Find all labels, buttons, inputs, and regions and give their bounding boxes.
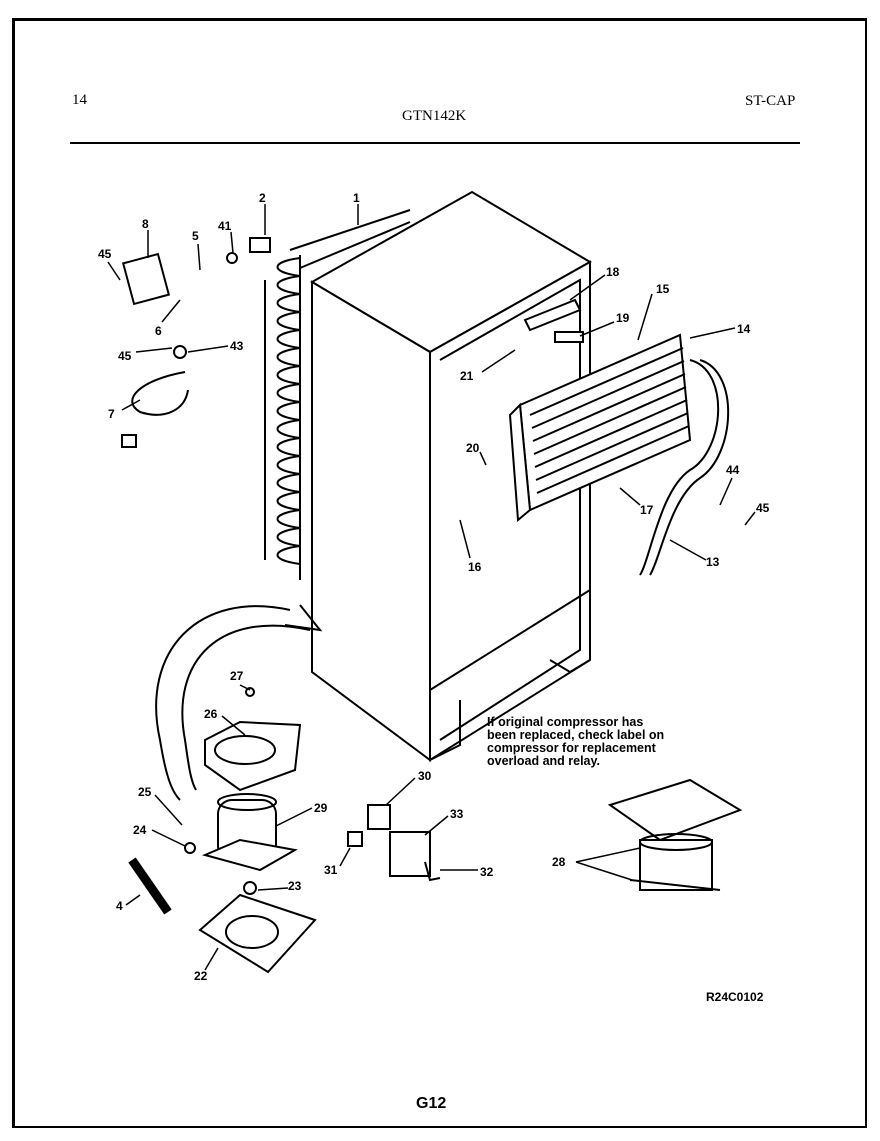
callout-23: 23 [288, 879, 302, 893]
control-parts-drawing [121, 237, 584, 448]
relay-overload-drawing [347, 804, 441, 882]
model-number: GTN142K [402, 108, 467, 124]
callout-17: 17 [640, 503, 654, 517]
leader-lines [107, 204, 756, 971]
callout-29: 29 [314, 801, 328, 815]
compressor-drawing [128, 687, 317, 974]
callout-28: 28 [552, 855, 566, 869]
callout-31: 31 [324, 863, 338, 877]
cabinet-drawing [310, 190, 592, 762]
compressor-note: If original compressor has been replaced… [487, 716, 727, 768]
callout-32: 32 [480, 865, 494, 879]
callout-22: 22 [194, 969, 208, 983]
callout-30: 30 [418, 769, 432, 783]
callout-5: 5 [192, 229, 199, 243]
callout-2: 2 [259, 191, 266, 205]
callout-44: 44 [726, 463, 740, 477]
callout-8: 8 [142, 217, 149, 231]
callout-45: 45 [118, 349, 132, 363]
callout-27: 27 [230, 669, 244, 683]
callout-43: 43 [230, 339, 244, 353]
callout-14: 14 [737, 322, 751, 336]
note-line-3: compressor for replacement [487, 741, 656, 755]
note-line-2: been replaced, check label on [487, 728, 665, 742]
callout-21: 21 [460, 369, 474, 383]
condenser-coil-drawing [264, 209, 411, 580]
callout-25: 25 [138, 785, 152, 799]
callout-20: 20 [466, 441, 480, 455]
assembly-arrow-drawing [155, 604, 323, 801]
callout-33: 33 [450, 807, 464, 821]
callout-18: 18 [606, 265, 620, 279]
alternate-compressor-drawing [607, 778, 743, 891]
callout-7: 7 [108, 407, 115, 421]
callout-45: 45 [756, 501, 770, 515]
note-line-1: If original compressor has [487, 715, 644, 729]
note-line-4: overload and relay. [487, 754, 601, 768]
callout-1: 1 [353, 191, 360, 205]
page-code: G12 [416, 1095, 447, 1112]
callout-15: 15 [656, 282, 670, 296]
section-code: ST-CAP [745, 93, 796, 109]
drawing-reference: R24C0102 [706, 990, 764, 1004]
callout-6: 6 [155, 324, 162, 338]
header-rule [70, 142, 800, 144]
callout-19: 19 [616, 311, 630, 325]
callout-26: 26 [204, 707, 218, 721]
callout-24: 24 [133, 823, 147, 837]
callout-16: 16 [468, 560, 482, 574]
page-number: 14 [72, 92, 87, 108]
page-frame [12, 18, 867, 1128]
callout-13: 13 [706, 555, 720, 569]
callout-labels: 1 2 41 8 45 5 6 45 43 7 18 15 19 14 21 2… [98, 191, 770, 983]
callout-41: 41 [218, 219, 232, 233]
callout-45: 45 [98, 247, 112, 261]
callout-4: 4 [116, 899, 123, 913]
evaporator-drawing [508, 333, 730, 576]
